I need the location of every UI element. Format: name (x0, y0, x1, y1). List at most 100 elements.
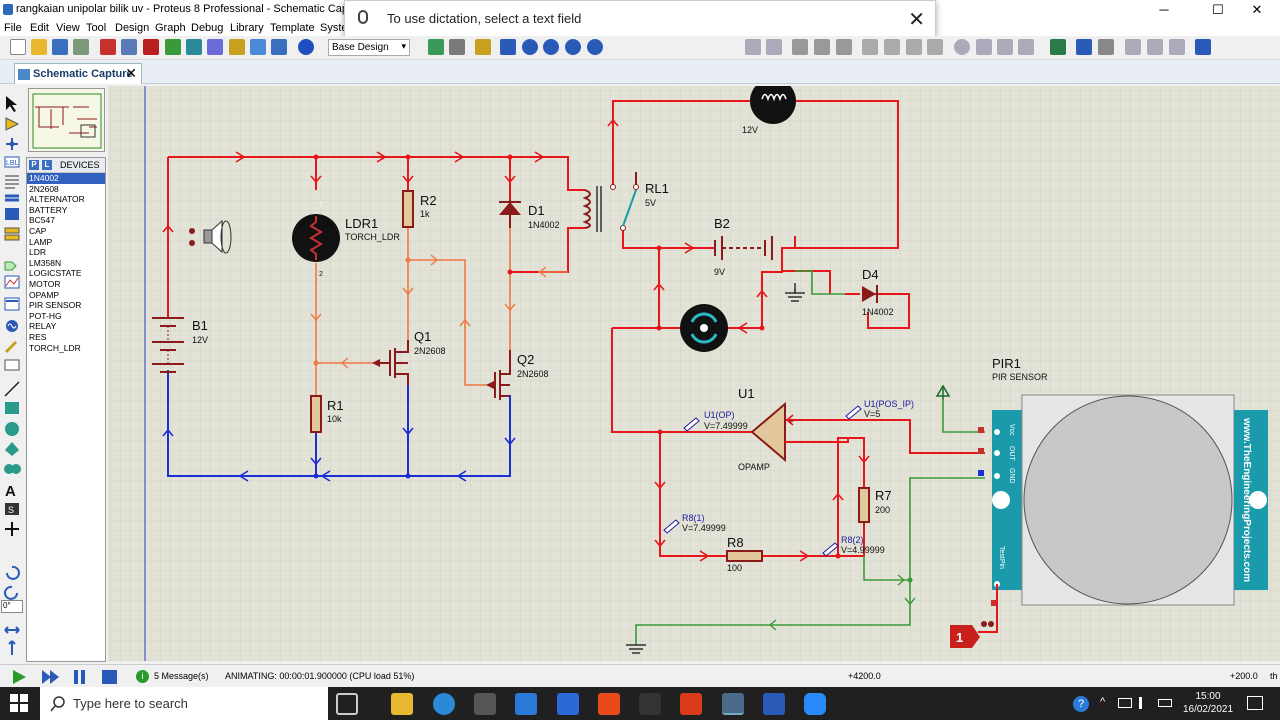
new-sheet-icon[interactable] (1125, 39, 1141, 55)
menu-view[interactable]: View (56, 22, 80, 34)
rotate-clockwise-icon[interactable] (6, 565, 20, 580)
file-explorer-icon[interactable] (391, 693, 413, 715)
junction-dot-icon[interactable] (6, 138, 18, 150)
wire-autorouter-icon[interactable] (1050, 39, 1066, 55)
zoom-out-icon[interactable] (543, 39, 559, 55)
office-icon[interactable] (680, 693, 702, 715)
new-file-icon[interactable] (10, 39, 26, 55)
menu-library[interactable]: Library (230, 22, 264, 34)
voltage-probe-r8-1[interactable]: R8(1) V=7.49999 (663, 513, 726, 534)
voltage-probe-u1-op[interactable]: U1(OP) V=7.49999 (683, 410, 748, 432)
2d-text-icon[interactable]: A (5, 483, 16, 500)
generator-mode-icon[interactable] (6, 320, 18, 332)
save-icon[interactable] (52, 39, 68, 55)
block-copy-icon[interactable] (862, 39, 878, 55)
undo-icon[interactable] (745, 39, 761, 55)
library-manager-button[interactable]: L (42, 160, 52, 170)
windows-start-icon[interactable] (10, 694, 30, 714)
rotation-field[interactable]: 0° (1, 600, 23, 613)
close-window-button[interactable]: ✕ (1251, 2, 1263, 17)
graph-mode-icon[interactable] (4, 275, 20, 289)
delete-sheet-icon[interactable] (1147, 39, 1163, 55)
device-list-item[interactable]: RES (29, 331, 47, 342)
buses-icon[interactable] (5, 194, 19, 202)
zoom-in-icon[interactable] (522, 39, 538, 55)
3d-viewer-icon[interactable] (186, 39, 202, 55)
2d-box-icon[interactable] (5, 402, 19, 414)
dictation-close-button[interactable]: ✕ (908, 9, 925, 31)
selection-mode-icon[interactable] (6, 96, 17, 112)
minimize-button[interactable]: ─ (1159, 2, 1169, 17)
2d-arc-icon[interactable] (5, 442, 19, 456)
schematic-canvas[interactable]: B1 12V 1 2 LDR1 TORCH_LDR R2 1k D1 1N400… (108, 86, 1280, 661)
taskbar-clock[interactable]: 15:00 16/02/2021 (1178, 690, 1238, 716)
redo-icon[interactable] (766, 39, 782, 55)
device-pins-icon[interactable] (4, 261, 17, 271)
zoom-app-icon[interactable] (804, 693, 826, 715)
current-probe-icon[interactable] (4, 359, 20, 371)
tape-recorder-icon[interactable] (4, 297, 20, 311)
bom-icon[interactable] (207, 39, 223, 55)
menu-debug[interactable]: Debug (191, 22, 224, 34)
overview-window[interactable] (28, 88, 105, 152)
taskbar-search-box[interactable]: Type here to search (40, 687, 328, 720)
2d-line-icon[interactable] (4, 381, 20, 397)
packaging-icon[interactable] (1018, 39, 1034, 55)
zoom-all-icon[interactable] (565, 39, 581, 55)
step-icon[interactable] (42, 670, 59, 684)
notifications-icon[interactable] (1247, 696, 1263, 710)
store-icon[interactable] (474, 693, 496, 715)
device-list-item[interactable]: MOTOR (29, 278, 61, 289)
network-icon[interactable] (1118, 698, 1132, 708)
device-list-item[interactable]: RELAY (29, 321, 57, 332)
subcircuit-icon[interactable] (5, 208, 19, 220)
zoom-area-icon[interactable] (587, 39, 603, 55)
block-move-icon[interactable] (884, 39, 900, 55)
word-icon[interactable] (763, 693, 785, 715)
logicstate-component[interactable]: 1 (950, 621, 994, 648)
device-list-item[interactable]: ALTERNATOR (29, 194, 85, 205)
2d-path-icon[interactable] (4, 464, 21, 474)
home-icon[interactable] (100, 39, 116, 55)
text-script-icon[interactable] (5, 175, 19, 189)
play-icon[interactable] (13, 670, 26, 684)
source-code-icon[interactable] (271, 39, 287, 55)
device-list-item[interactable]: BATTERY (29, 204, 68, 215)
help-icon[interactable] (298, 39, 314, 55)
mail-icon[interactable] (515, 693, 537, 715)
voltage-probe-icon[interactable] (4, 340, 18, 354)
menu-tool[interactable]: Tool (86, 22, 107, 34)
refresh-icon[interactable] (428, 39, 444, 55)
device-list-item[interactable]: LM358N (29, 257, 62, 268)
2d-symbol-icon[interactable]: S (5, 503, 19, 515)
design-select[interactable]: Base Design▾ (328, 39, 410, 56)
pause-icon[interactable] (74, 670, 78, 684)
schematic-icon[interactable] (121, 39, 137, 55)
menu-edit[interactable]: Edit (30, 22, 49, 34)
origin-icon[interactable] (475, 39, 491, 55)
stop-icon[interactable] (102, 670, 117, 684)
pick-device-icon[interactable] (954, 39, 970, 55)
tab-schematic-capture[interactable]: Schematic Capture ✕ (14, 63, 142, 84)
menu-template[interactable]: Template (270, 22, 315, 34)
device-list-item[interactable]: LDR (29, 247, 47, 258)
device-list-item[interactable]: PIR SENSOR (29, 300, 82, 311)
pcb-icon[interactable] (143, 39, 159, 55)
open-folder-icon[interactable] (31, 39, 47, 55)
paste-icon[interactable] (836, 39, 852, 55)
2d-circle-icon[interactable] (5, 422, 19, 436)
2d-markers-icon[interactable] (5, 522, 19, 536)
device-list-item[interactable]: LAMP (29, 236, 53, 247)
edge-browser-icon[interactable] (433, 693, 455, 715)
component-mode-icon[interactable] (5, 117, 20, 131)
menu-system[interactable]: Syste (320, 22, 348, 34)
cut-icon[interactable] (792, 39, 808, 55)
device-list-item[interactable]: TORCH_LDR (29, 342, 81, 353)
proteus-taskbar-icon[interactable] (722, 693, 744, 715)
device-list-item[interactable]: BC547 (29, 215, 55, 226)
gerber-icon[interactable] (165, 39, 181, 55)
brave-browser-icon[interactable] (598, 693, 620, 715)
mirror-x-icon[interactable] (4, 626, 20, 634)
menu-file[interactable]: File (4, 22, 22, 34)
device-list-item[interactable]: 2N2608 (29, 183, 59, 194)
